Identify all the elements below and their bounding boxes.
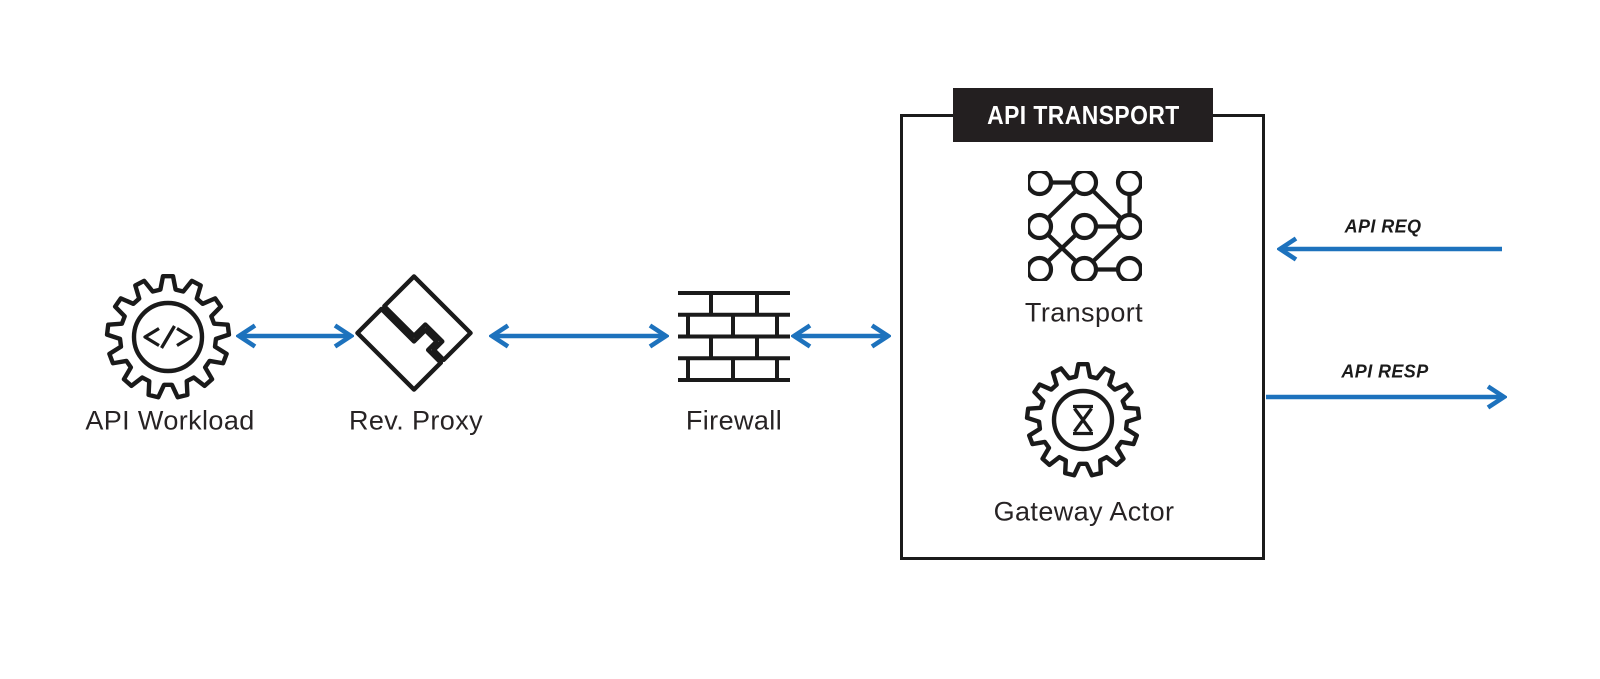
api-resp-label: API RESP (1341, 361, 1429, 382)
network-graph-icon (1028, 171, 1142, 281)
firewall-label: Firewall (685, 405, 783, 436)
gear-code-icon (104, 274, 232, 400)
link-firewall-transport (791, 323, 891, 349)
api-transport-header: API TRANSPORT (953, 88, 1213, 142)
brick-wall-icon (678, 291, 790, 382)
link-proxy-firewall (489, 323, 669, 349)
api-req-arrow (1277, 236, 1502, 262)
transport-label: Transport (1024, 297, 1144, 328)
rev-proxy-label: Rev. Proxy (348, 405, 484, 436)
api-workload-label: API Workload (85, 405, 255, 436)
api-transport-title: API TRANSPORT (986, 99, 1180, 130)
api-resp-arrow (1266, 384, 1507, 410)
interlock-diamond-icon (355, 274, 473, 392)
api-req-label: API REQ (1344, 216, 1422, 237)
gear-hourglass-icon (1024, 361, 1142, 478)
gateway-actor-label: Gateway Actor (993, 496, 1175, 527)
link-workload-proxy (236, 323, 354, 349)
